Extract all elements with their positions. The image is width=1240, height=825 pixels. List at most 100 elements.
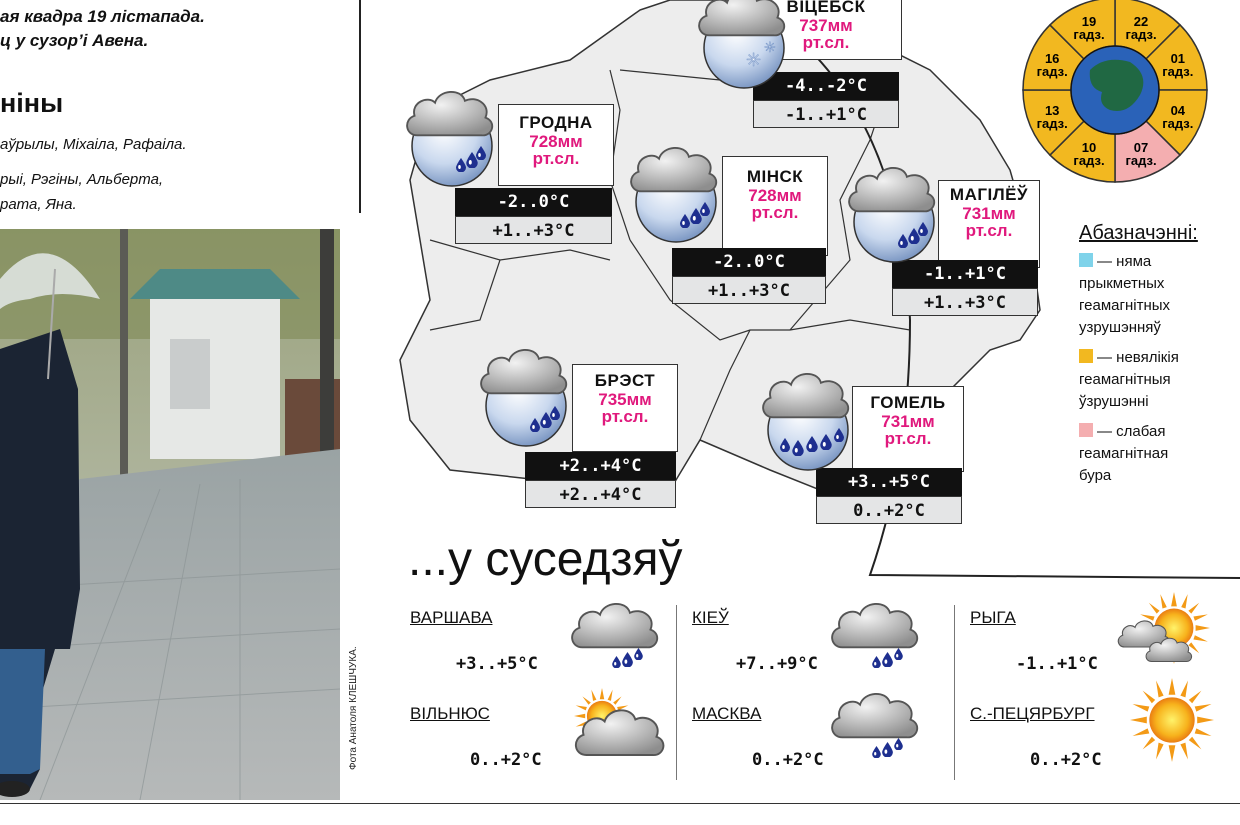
neighbour-city-warsaw: ВАРШАВА: [410, 608, 493, 627]
clock-hour-label: 16: [1045, 51, 1059, 66]
clock-unit-label: гадз.: [1073, 27, 1104, 42]
geomagnetic-clock: 22гадз.01гадз.04гадз.07гадз.10гадз.13гад…: [1022, 0, 1208, 183]
left-column: ая квадра 19 лістапада. ц у сузор’і Авен…: [0, 0, 362, 800]
day-temp-mogilev: +1..+3°C: [892, 288, 1038, 316]
day-temp-minsk: +1..+3°C: [672, 276, 826, 304]
pressure-unit: рт.сл.: [751, 203, 799, 222]
neighbour-temp-riga: -1..+1°C: [1016, 654, 1098, 674]
neighbour-city-kyiv: КІЕЎ: [692, 608, 729, 627]
pressure-unit: рт.сл.: [965, 221, 1013, 240]
neighbour-temp-moscow: 0..+2°C: [752, 750, 824, 770]
clock-unit-label: гадз.: [1162, 116, 1193, 131]
rain-cloud-icon: [406, 90, 494, 187]
legend: Абазначэнні: — няма прыкметных геамагніт…: [1079, 222, 1239, 495]
pressure: 735мм: [598, 390, 652, 409]
neighbour-city-vilnius: ВІЛЬНЮС: [410, 704, 490, 723]
neighbours-divider-1: [676, 605, 677, 780]
neighbour-temp-warsaw: +3..+5°C: [456, 654, 538, 674]
sun-behind-cloud-icon: [574, 688, 665, 757]
neighbour-temp-vilnius: 0..+2°C: [470, 750, 542, 770]
rain-cloud-icon: [848, 166, 936, 263]
night-temp-vitebsk: -4..-2°C: [753, 72, 899, 100]
legend-title: Абазначэнні:: [1079, 222, 1198, 244]
rain-cloud-icon: [480, 348, 568, 447]
rain-cloud-icon: [831, 692, 919, 758]
pressure-unit: рт.сл.: [884, 429, 932, 448]
day-temp-vitebsk: -1..+1°C: [753, 100, 899, 128]
clock-unit-label: гадз.: [1125, 27, 1156, 42]
neighbour-temp-kyiv: +7..+9°C: [736, 654, 818, 674]
night-temp-gomel: +3..+5°C: [816, 468, 962, 496]
neighbour-city-riga: РЫГА: [970, 608, 1016, 627]
city-card-brest: БРЭСТ 735мм рт.сл.: [572, 364, 678, 452]
city-name: МАГІЛЁЎ: [949, 185, 1029, 204]
clock-hour-label: 22: [1134, 14, 1148, 29]
city-name: ГРОДНА: [519, 113, 593, 132]
partly-cloudy-icon: [1117, 592, 1210, 664]
night-temp-brest: +2..+4°C: [525, 452, 676, 480]
clock-hour-label: 10: [1082, 140, 1096, 155]
day-temp-gomel: 0..+2°C: [816, 496, 962, 524]
clock-unit-label: гадз.: [1037, 116, 1068, 131]
neighbour-temp-st-petersburg: 0..+2°C: [1030, 750, 1102, 770]
photo-credit: Фота Анатоля КЛЕШЧУКА.: [348, 646, 359, 770]
svg-text:✳: ✳: [764, 40, 776, 56]
svg-text:✳: ✳: [746, 50, 761, 71]
city-name: ВІЦЕБСК: [786, 0, 866, 16]
neighbour-city-st-petersburg: С.-ПЕЦЯРБУРГ: [970, 704, 1095, 723]
neighbours-divider-2: [954, 605, 955, 780]
pressure: 737мм: [799, 16, 853, 35]
clock-hour-label: 01: [1171, 51, 1185, 66]
legend-item-minor: — невялікія геамагнітныя ўзрушэнні: [1079, 349, 1179, 410]
column-divider: [359, 0, 361, 213]
rain-cloud-icon: [831, 602, 919, 668]
legend-item-quiet: — няма прыкметных геамагнітных узрушэння…: [1079, 253, 1171, 336]
legend-swatch-pink: [1079, 423, 1093, 437]
pressure-unit: рт.сл.: [601, 407, 649, 426]
pressure-unit: рт.сл.: [802, 33, 850, 52]
night-temp-minsk: -2..0°C: [672, 248, 826, 276]
rain-cloud-icon: [630, 146, 718, 243]
sun-icon: [1130, 678, 1214, 762]
clock-unit-label: гадз.: [1162, 64, 1193, 79]
city-name: БРЭСТ: [594, 371, 656, 390]
legend-item-storm: — слабая геамагнітная бура: [1079, 423, 1169, 484]
pressure: 731мм: [962, 204, 1016, 223]
clock-unit-label: гадз.: [1125, 153, 1156, 168]
pressure: 728мм: [748, 186, 802, 205]
rain-photo: [0, 229, 340, 800]
neighbours-title: ...у суседзяў: [408, 533, 683, 586]
legend-swatch-blue: [1079, 253, 1093, 267]
clock-hour-label: 19: [1082, 14, 1096, 29]
day-temp-brest: +2..+4°C: [525, 480, 676, 508]
clock-unit-label: гадз.: [1037, 64, 1068, 79]
clock-unit-label: гадз.: [1073, 153, 1104, 168]
city-name: МІНСК: [746, 167, 804, 186]
moon-constellation-text: ц у сузор’і Авена.: [0, 31, 149, 50]
clock-hour-label: 13: [1045, 103, 1059, 118]
city-card-minsk: МІНСК 728мм рт.сл.: [722, 156, 828, 256]
neighbour-city-moscow: МАСКВА: [692, 704, 762, 723]
name-days-line-1: аўрылы, Міхаіла, Рафаіла.: [0, 136, 187, 153]
pressure: 731мм: [881, 412, 935, 431]
legend-swatch-yellow: [1079, 349, 1093, 363]
city-name: ГОМЕЛЬ: [870, 393, 946, 412]
snow-cloud-icon: ✳ ✳: [698, 0, 786, 89]
night-temp-grodno: -2..0°C: [455, 188, 612, 216]
name-days-line-3: рата, Яна.: [0, 196, 77, 213]
night-temp-mogilev: -1..+1°C: [892, 260, 1038, 288]
clock-hour-label: 07: [1134, 140, 1148, 155]
city-card-grodno: ГРОДНА 728мм рт.сл.: [498, 104, 614, 186]
pressure: 728мм: [529, 132, 583, 151]
pressure-unit: рт.сл.: [532, 149, 580, 168]
moon-phase-text: ая квадра 19 лістапада.: [0, 7, 205, 26]
rain-cloud-icon: [571, 602, 659, 668]
name-days-line-2: рыі, Рэгіны, Альберта,: [0, 171, 164, 188]
heavy-rain-cloud-icon: [762, 372, 850, 471]
bottom-rule: [0, 803, 1240, 804]
name-days-title: ніны: [0, 88, 64, 118]
day-temp-grodno: +1..+3°C: [455, 216, 612, 244]
city-card-mogilev: МАГІЛЁЎ 731мм рт.сл.: [938, 180, 1040, 268]
clock-hour-label: 04: [1171, 103, 1186, 118]
